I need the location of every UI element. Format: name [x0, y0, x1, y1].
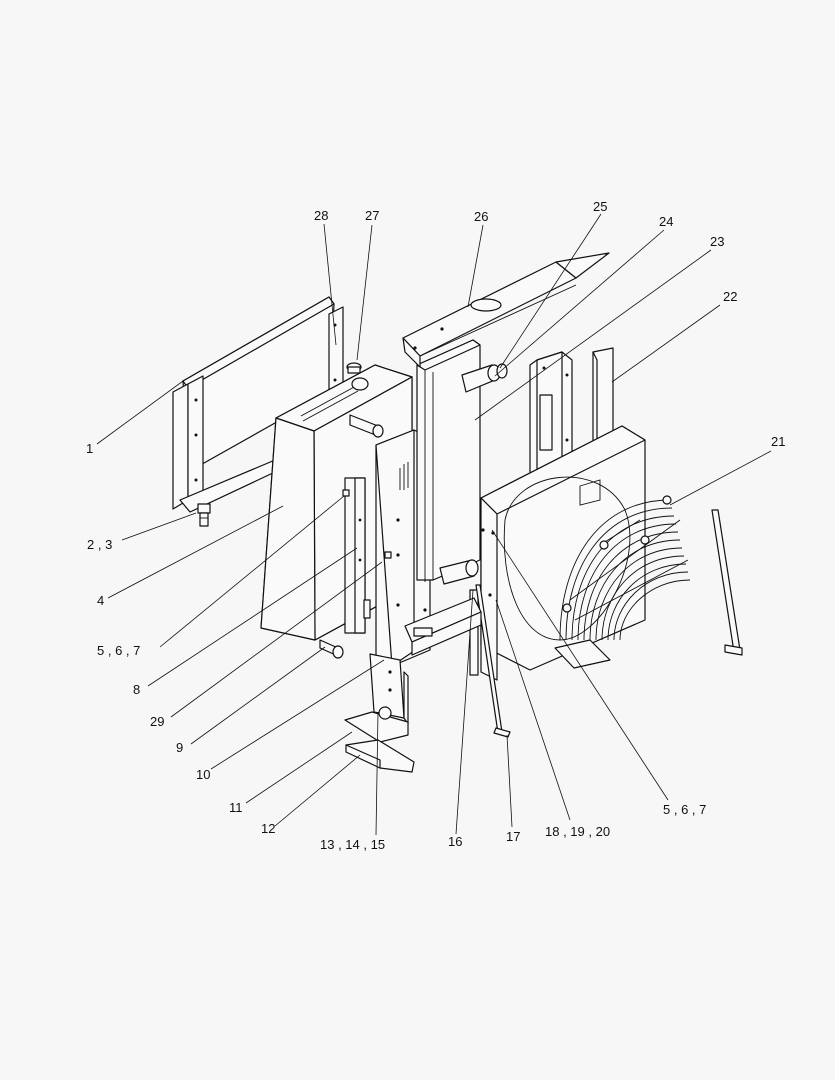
- callout-labels: 1 2 , 3 4 5 , 6 , 7 8 29 9 10 11 12 13 ,…: [86, 199, 785, 852]
- part-drain-plug: [197, 503, 211, 527]
- callout-29: 29: [150, 714, 164, 729]
- part-strap: [711, 509, 743, 656]
- callout-28: 28: [314, 208, 328, 223]
- callout-16: 16: [448, 834, 462, 849]
- callout-18-19-20: 18 , 19 , 20: [545, 824, 610, 839]
- callout-13-14-15: 13 , 14 , 15: [320, 837, 385, 852]
- callout-2-3: 2 , 3: [87, 537, 112, 552]
- callout-8: 8: [133, 682, 140, 697]
- callout-5-6-7-right: 5 , 6 , 7: [663, 802, 706, 817]
- callout-11: 11: [229, 800, 243, 815]
- callout-5-6-7-left: 5 , 6 , 7: [97, 643, 140, 658]
- callout-12: 12: [261, 821, 275, 836]
- callout-4: 4: [97, 593, 104, 608]
- part-bottom-beam: [404, 597, 482, 656]
- part-fan-guard: [554, 495, 691, 669]
- callout-23: 23: [710, 234, 724, 249]
- callout-21: 21: [771, 434, 785, 449]
- callout-1: 1: [86, 441, 93, 456]
- callout-22: 22: [723, 289, 737, 304]
- callout-10: 10: [196, 767, 210, 782]
- part-side-strip: [529, 351, 573, 479]
- part-top-bracket: [402, 252, 610, 368]
- part-left-cooler-panel: [172, 296, 344, 513]
- callout-26: 26: [474, 209, 488, 224]
- callout-9: 9: [176, 740, 183, 755]
- callout-27: 27: [365, 208, 379, 223]
- part-rod: [475, 584, 511, 738]
- part-radiator-core: [416, 339, 508, 585]
- callout-24: 24: [659, 214, 673, 229]
- callout-17: 17: [506, 829, 520, 844]
- part-mounting-foot: [344, 653, 415, 773]
- part-angle-strip: [592, 347, 614, 447]
- callout-25: 25: [593, 199, 607, 214]
- leader-lines: [96, 213, 772, 836]
- part-fan-shroud: [469, 425, 646, 681]
